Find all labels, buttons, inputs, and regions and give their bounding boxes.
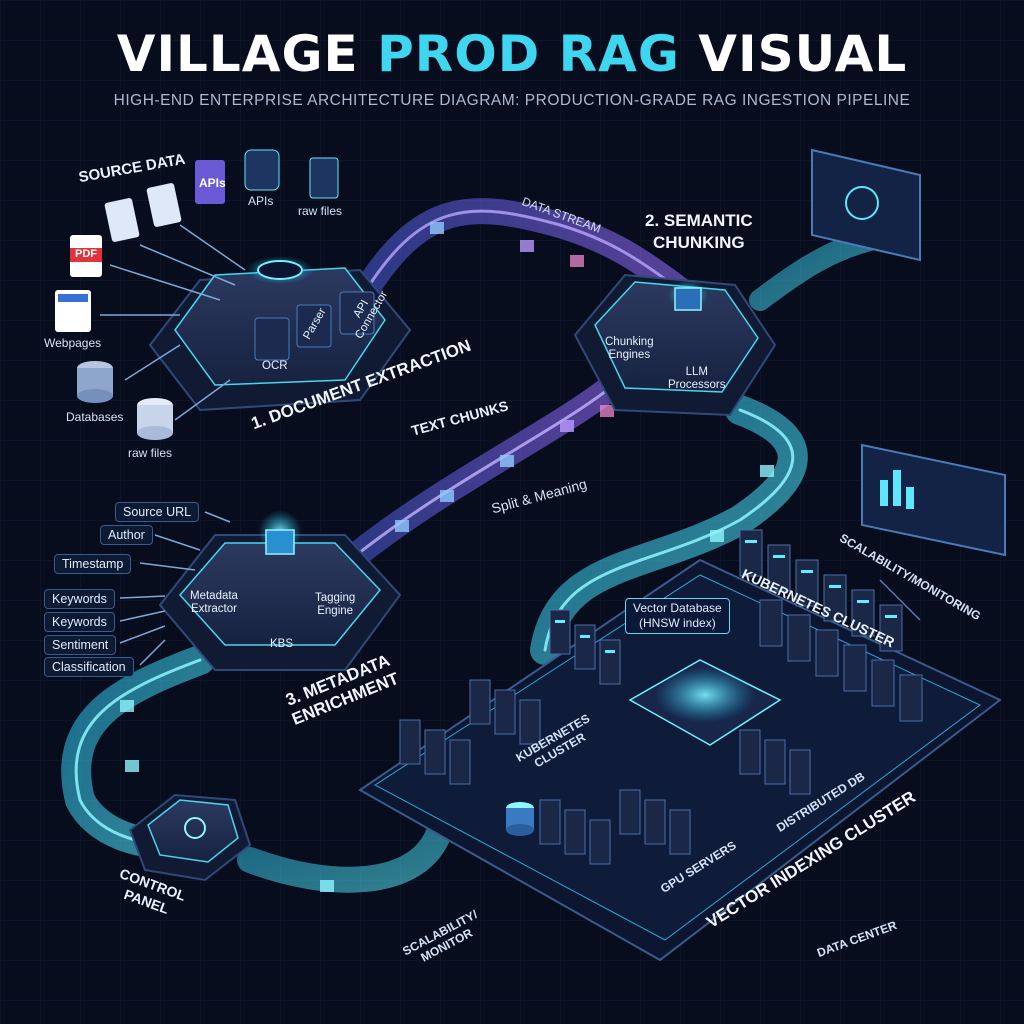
source-file-icons — [55, 149, 339, 440]
document-extraction-node — [148, 256, 412, 412]
metadata-tag-classification: Classification — [44, 657, 134, 677]
metadata-tag-source-url: Source URL — [115, 502, 200, 522]
control-panel-console — [128, 793, 252, 882]
databases-label: Databases — [66, 410, 124, 424]
metadata-tag-author: Author — [100, 525, 153, 545]
ocr-label: OCR — [262, 360, 288, 372]
vector-database-label: Vector Database(HNSW index) — [625, 598, 730, 634]
monitoring-screen-right — [861, 443, 1006, 557]
raw-files-top-label: raw files — [298, 204, 343, 218]
page-subtitle: HIGH-END ENTERPRISE ARCHITECTURE DIAGRAM… — [113, 92, 911, 109]
server-racks — [399, 529, 923, 865]
monitoring-screen-top — [811, 148, 921, 262]
metadata-tag-timestamp: Timestamp — [54, 554, 132, 574]
apis-doc-label: APIs — [199, 176, 226, 190]
metadata-tag-sentiment: Sentiment — [44, 635, 117, 655]
connector-arrows — [100, 224, 921, 666]
pdf-label: PDF — [75, 248, 97, 260]
metadata-tag-keywords-2: Keywords — [44, 612, 115, 632]
page-title: VILLAGE PROD RAG VISUAL — [116, 25, 908, 83]
apis-label: APIs — [248, 194, 274, 208]
raw-files-label: raw files — [128, 446, 173, 460]
metadata-tag-keywords: Keywords — [44, 589, 115, 609]
rack-status-lights — [555, 540, 897, 653]
database-cylinder-icon — [506, 802, 534, 836]
metadata-enrichment-node — [158, 510, 402, 671]
semantic-chunking-node — [573, 273, 777, 417]
data-chunks — [120, 222, 774, 892]
webpages-label: Webpages — [44, 336, 102, 350]
kbs-label: KBS — [270, 638, 294, 650]
